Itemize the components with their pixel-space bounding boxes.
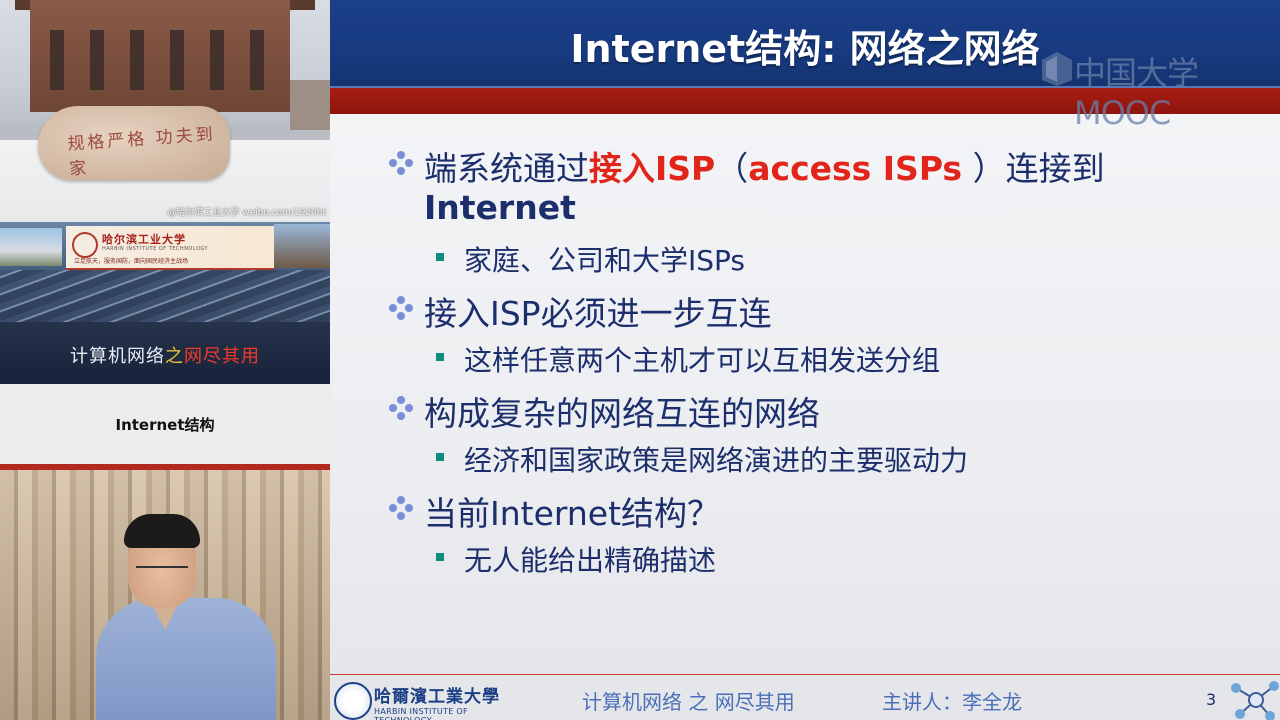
footer-lecturer: 主讲人：李全龙 bbox=[882, 690, 1022, 714]
glasses-icon bbox=[136, 566, 188, 578]
campus-photo: 规格严格 功夫到家 @哈尔滨工业大学 weibo.com/1920ht bbox=[0, 0, 330, 222]
page-number: 3 bbox=[1206, 690, 1217, 709]
diamond-bullet-icon bbox=[389, 151, 413, 175]
footer-school-name: 哈爾濱工業大學 bbox=[374, 687, 500, 707]
side-building bbox=[290, 80, 330, 130]
banner-gears-graphic bbox=[0, 270, 330, 322]
banner-tagline: 立足航天，服务国防，面向国民经济主战场 bbox=[74, 258, 189, 265]
sub-bullet-1-1-text: 家庭、公司和大学ISPs bbox=[464, 244, 746, 277]
banner-building-left bbox=[0, 228, 62, 266]
diamond-bullet-icon bbox=[389, 296, 413, 320]
bullet-1-highlight-access-isp: 接入ISP bbox=[589, 149, 716, 188]
square-bullet-icon bbox=[436, 453, 444, 461]
square-bullet-icon bbox=[436, 553, 444, 561]
rock-inscription: 规格严格 功夫到家 bbox=[66, 124, 217, 180]
hit-logo: 哈爾濱工業大學 HARBIN INSTITUTE OF TECHNOLOGY bbox=[334, 680, 504, 720]
slide: Internet结构: 网络之网络 中国大学MOOC 端系统通过接入ISP（ac… bbox=[330, 0, 1280, 720]
inscribed-rock: 规格严格 功夫到家 bbox=[38, 106, 230, 180]
hit-badge-icon bbox=[334, 682, 372, 720]
photo-watermark: @哈尔滨工业大学 weibo.com/1920ht bbox=[167, 208, 326, 218]
banner-paper: 哈尔滨工业大学 HARBIN INSTITUTE OF TECHNOLOGY 立… bbox=[66, 226, 274, 270]
course-title-part2: 之 bbox=[165, 346, 184, 367]
lecturer-video bbox=[0, 470, 330, 720]
banner-building-right bbox=[274, 224, 330, 268]
footer-school-name-en: HARBIN INSTITUTE OF TECHNOLOGY bbox=[374, 707, 468, 720]
bullet-1-prefix: 端系统通过 bbox=[424, 149, 589, 188]
square-bullet-icon bbox=[436, 253, 444, 261]
banner-school-name-en: HARBIN INSTITUTE OF TECHNOLOGY bbox=[102, 246, 209, 252]
bullet-4-text: 当前Internet结构？ bbox=[424, 494, 721, 533]
mooc-watermark-text: 中国大学MOOC bbox=[1074, 54, 1199, 132]
course-title-bar: 计算机网络之网尽其用 bbox=[0, 322, 330, 384]
bullet-1-internet: Internet bbox=[424, 188, 576, 227]
bullet-1-suffix: ）连接到 bbox=[962, 149, 1105, 188]
square-bullet-icon bbox=[436, 353, 444, 361]
sub-bullet-2-1-text: 这样任意两个主机才可以互相发送分组 bbox=[464, 344, 941, 377]
lecturer-body bbox=[96, 598, 276, 720]
sub-bullet-3-1-text: 经济和国家政策是网络演进的主要驱动力 bbox=[464, 444, 969, 477]
network-nodes-icon bbox=[1231, 681, 1279, 720]
banner-school-name: 哈尔滨工业大学 bbox=[102, 233, 186, 246]
bullet-1-highlight-access-isps: access ISPs bbox=[748, 149, 963, 188]
bullet-2-text: 接入ISP必须进一步互连 bbox=[424, 294, 772, 333]
section-label: Internet结构 bbox=[115, 416, 215, 434]
slide-header: Internet结构: 网络之网络 bbox=[330, 0, 1280, 88]
mooc-watermark: 中国大学MOOC bbox=[1034, 48, 1274, 132]
mooc-book-icon bbox=[1042, 52, 1072, 86]
footer-divider bbox=[330, 674, 1280, 675]
bullet-3-text: 构成复杂的网络互连的网络 bbox=[424, 394, 820, 433]
diamond-bullet-icon bbox=[389, 496, 413, 520]
footer-course-name: 计算机网络 之 网尽其用 bbox=[582, 690, 795, 714]
section-label-box: Internet结构 bbox=[0, 384, 330, 464]
campus-building bbox=[30, 0, 290, 112]
school-seal-icon bbox=[72, 232, 98, 258]
red-band bbox=[330, 88, 1280, 114]
bullet-1-paren: （ bbox=[715, 149, 749, 188]
school-banner: 哈尔滨工业大学 HARBIN INSTITUTE OF TECHNOLOGY 立… bbox=[0, 222, 330, 322]
course-title-part1: 计算机网络 bbox=[70, 346, 165, 367]
course-title: 计算机网络之网尽其用 bbox=[0, 342, 330, 368]
course-title-part3: 网尽其用 bbox=[184, 346, 260, 367]
left-panel: 规格严格 功夫到家 @哈尔滨工业大学 weibo.com/1920ht 哈尔滨工… bbox=[0, 0, 330, 720]
red-divider bbox=[0, 464, 330, 470]
slide-title: Internet结构: 网络之网络 bbox=[570, 27, 1040, 71]
sub-bullet-4-1-text: 无人能给出精确描述 bbox=[464, 544, 717, 577]
diamond-bullet-icon bbox=[389, 396, 413, 420]
